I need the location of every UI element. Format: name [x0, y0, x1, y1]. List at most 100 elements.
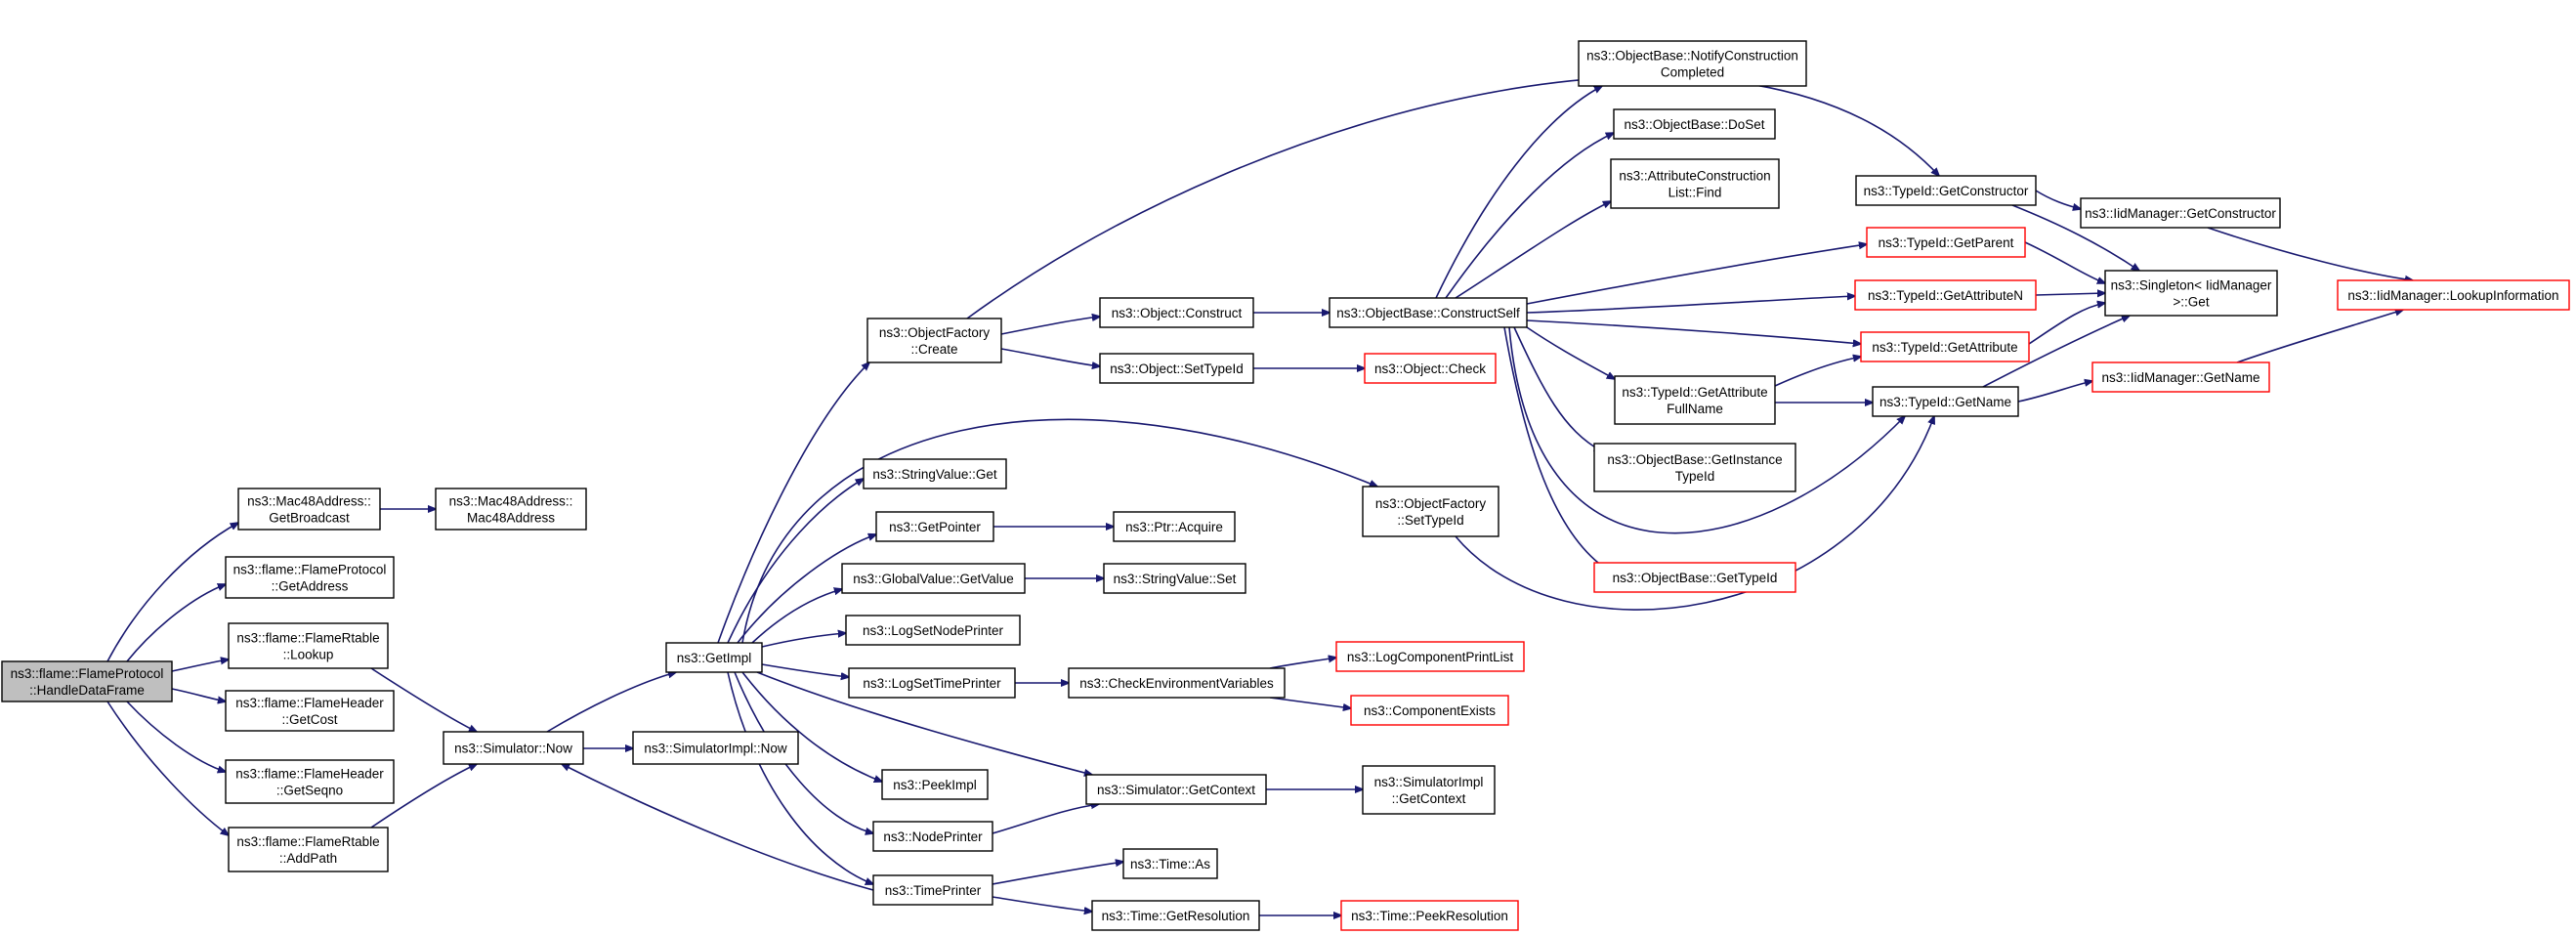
node-ob_cs[interactable]: ns3::ObjectBase::ConstructSelf [1329, 297, 1528, 328]
node-ob_ncc[interactable]: ns3::ObjectBase::NotifyConstructionCompl… [1578, 40, 1807, 87]
node-box [1091, 900, 1260, 931]
edge-ob_cs-to-acl_find [1455, 201, 1611, 299]
edge-root-to-rt_add [106, 701, 229, 835]
edge-getimpl-to-getpointer [737, 534, 876, 644]
node-tid_getctor[interactable]: ns3::TypeId::GetConstructor [1855, 175, 2037, 206]
node-getpointer[interactable]: ns3::GetPointer [875, 511, 994, 542]
node-ob_gtid[interactable]: ns3::ObjectBase::GetTypeId [1593, 562, 1796, 593]
node-ob_doset[interactable]: ns3::ObjectBase::DoSet [1613, 108, 1776, 140]
node-simimpl_getctx[interactable]: ns3::SimulatorImpl::GetContext [1362, 765, 1496, 815]
node-nodeprinter[interactable]: ns3::NodePrinter [872, 821, 993, 852]
node-simimpl_now[interactable]: ns3::SimulatorImpl::Now [632, 731, 799, 765]
node-label-line: ns3::GlobalValue::GetValue [853, 572, 1014, 586]
edge-tid_getctor-to-iidm_getctor [2035, 190, 2081, 209]
edge-timeprinter-to-time_getres [992, 896, 1092, 912]
node-sim_getctx[interactable]: ns3::Simulator::GetContext [1085, 774, 1267, 805]
node-box [1099, 353, 1254, 384]
node-label-line: ns3::ObjectBase::DoSet [1624, 117, 1764, 132]
edge-tid_getname-to-iidm_getname [2017, 381, 2092, 403]
node-mac_bc[interactable]: ns3::Mac48Address::GetBroadcast [237, 488, 381, 531]
node-box [1085, 774, 1267, 805]
node-lsnp[interactable]: ns3::LogSetNodePrinter [845, 615, 1021, 646]
node-label-line: ns3::GetImpl [677, 651, 752, 665]
node-of_create[interactable]: ns3::ObjectFactory::Create [866, 318, 1002, 363]
node-label-line: GetBroadcast [269, 511, 350, 526]
node-iidm_getname[interactable]: ns3::IidManager::GetName [2091, 361, 2270, 393]
node-ptr_acquire[interactable]: ns3::Ptr::Acquire [1113, 511, 1236, 542]
node-rt_add[interactable]: ns3::flame::FlameRtable::AddPath [228, 827, 389, 872]
edge-sim_now-to-getimpl [546, 672, 676, 733]
node-lstp[interactable]: ns3::LogSetTimePrinter [848, 667, 1016, 699]
node-obj_construct[interactable]: ns3::Object::Construct [1099, 297, 1254, 328]
node-iidm_getctor[interactable]: ns3::IidManager::GetConstructor [2080, 197, 2281, 229]
edge-of_create-to-tid_getctor [966, 75, 1939, 319]
edge-root-to-rt_lookup [171, 659, 229, 672]
node-box [1610, 158, 1780, 209]
node-label-line: ns3::TypeId::GetName [1879, 395, 2011, 409]
node-sv_get[interactable]: ns3::StringValue::Get [863, 458, 1007, 489]
node-box [1329, 297, 1528, 328]
edge-checkenv-to-logcpl [1269, 658, 1336, 669]
node-time_peekres[interactable]: ns3::Time::PeekResolution [1340, 900, 1519, 931]
node-iidm_lookupinfo[interactable]: ns3::IidManager::LookupInformation [2337, 279, 2570, 311]
node-tid_getattr[interactable]: ns3::TypeId::GetAttribute [1860, 331, 2030, 362]
node-box [435, 488, 587, 531]
node-label-line: ns3::LogComponentPrintList [1347, 650, 1514, 664]
node-label-line: ns3::flame::FlameRtable [236, 834, 379, 849]
node-label-line: ns3::TypeId::GetParent [1879, 235, 2014, 250]
edge-getimpl-to-lstp [761, 663, 849, 677]
edge-root-to-fh_cost [171, 688, 226, 701]
node-fp_addr[interactable]: ns3::flame::FlameProtocol::GetAddress [225, 556, 395, 599]
node-getimpl[interactable]: ns3::GetImpl [665, 642, 763, 673]
edge-tid_getname-to-singleton_get [1982, 316, 2130, 388]
edge-root-to-mac_bc [106, 523, 238, 662]
node-box [875, 511, 994, 542]
edge-getimpl-to-lsnp [761, 633, 846, 648]
node-tid_getname[interactable]: ns3::TypeId::GetName [1872, 386, 2019, 417]
node-label-line: ns3::ObjectFactory [879, 325, 991, 340]
node-label-line: ns3::Object::Check [1374, 361, 1486, 376]
node-box [1855, 175, 2037, 206]
node-of_settypeid[interactable]: ns3::ObjectFactory::SetTypeId [1362, 486, 1499, 537]
edge-tid_getattr-to-singleton_get [2028, 303, 2105, 345]
node-box [863, 458, 1007, 489]
node-mac_ctor[interactable]: ns3::Mac48Address::Mac48Address [435, 488, 587, 531]
node-compexists[interactable]: ns3::ComponentExists [1350, 695, 1509, 726]
node-time_as[interactable]: ns3::Time::As [1122, 848, 1218, 879]
node-box [841, 563, 1026, 594]
node-sv_set[interactable]: ns3::StringValue::Set [1103, 563, 1246, 594]
node-logcpl[interactable]: ns3::LogComponentPrintList [1335, 641, 1525, 672]
edge-ob_cs-to-ob_ncc [1435, 86, 1602, 299]
node-tid_getparent[interactable]: ns3::TypeId::GetParent [1866, 227, 2026, 258]
node-label-line: ns3::SimulatorImpl [1374, 775, 1484, 789]
edge-ob_cs-to-ob_gitid [1513, 326, 1602, 451]
edge-of_settypeid-to-tid_getname [1455, 416, 1934, 611]
node-box [237, 488, 381, 531]
edge-getimpl-to-of_settypeid [741, 418, 1377, 644]
node-fh_seq[interactable]: ns3::flame::FlameHeader::GetSeqno [225, 759, 395, 804]
node-label-line: ::Lookup [283, 648, 334, 662]
node-label-line: TypeId [1675, 469, 1715, 484]
node-box [1335, 641, 1525, 672]
node-label-line: ns3::IidManager::LookupInformation [2347, 288, 2558, 303]
node-obj_check[interactable]: ns3::Object::Check [1364, 353, 1497, 384]
node-timeprinter[interactable]: ns3::TimePrinter [872, 874, 993, 906]
node-box [632, 731, 799, 765]
edge-tid_getctor-to-singleton_get [2011, 204, 2139, 271]
node-gv_getvalue[interactable]: ns3::GlobalValue::GetValue [841, 563, 1026, 594]
node-label-line: ns3::TypeId::GetConstructor [1864, 184, 2029, 198]
node-box [225, 690, 395, 732]
node-fh_cost[interactable]: ns3::flame::FlameHeader::GetCost [225, 690, 395, 732]
node-singleton_get[interactable]: ns3::Singleton< IidManager>::Get [2104, 270, 2278, 317]
node-checkenv[interactable]: ns3::CheckEnvironmentVariables [1068, 667, 1286, 699]
node-sim_now[interactable]: ns3::Simulator::Now [443, 731, 584, 765]
node-label-line: ns3::Ptr::Acquire [1125, 520, 1223, 534]
node-tid_getattrn[interactable]: ns3::TypeId::GetAttributeN [1854, 279, 2037, 311]
node-time_getres[interactable]: ns3::Time::GetResolution [1091, 900, 1260, 931]
node-obj_settypeid[interactable]: ns3::Object::SetTypeId [1099, 353, 1254, 384]
node-peekimpl[interactable]: ns3::PeekImpl [881, 769, 989, 800]
node-rt_lookup[interactable]: ns3::flame::FlameRtable::Lookup [228, 622, 389, 669]
